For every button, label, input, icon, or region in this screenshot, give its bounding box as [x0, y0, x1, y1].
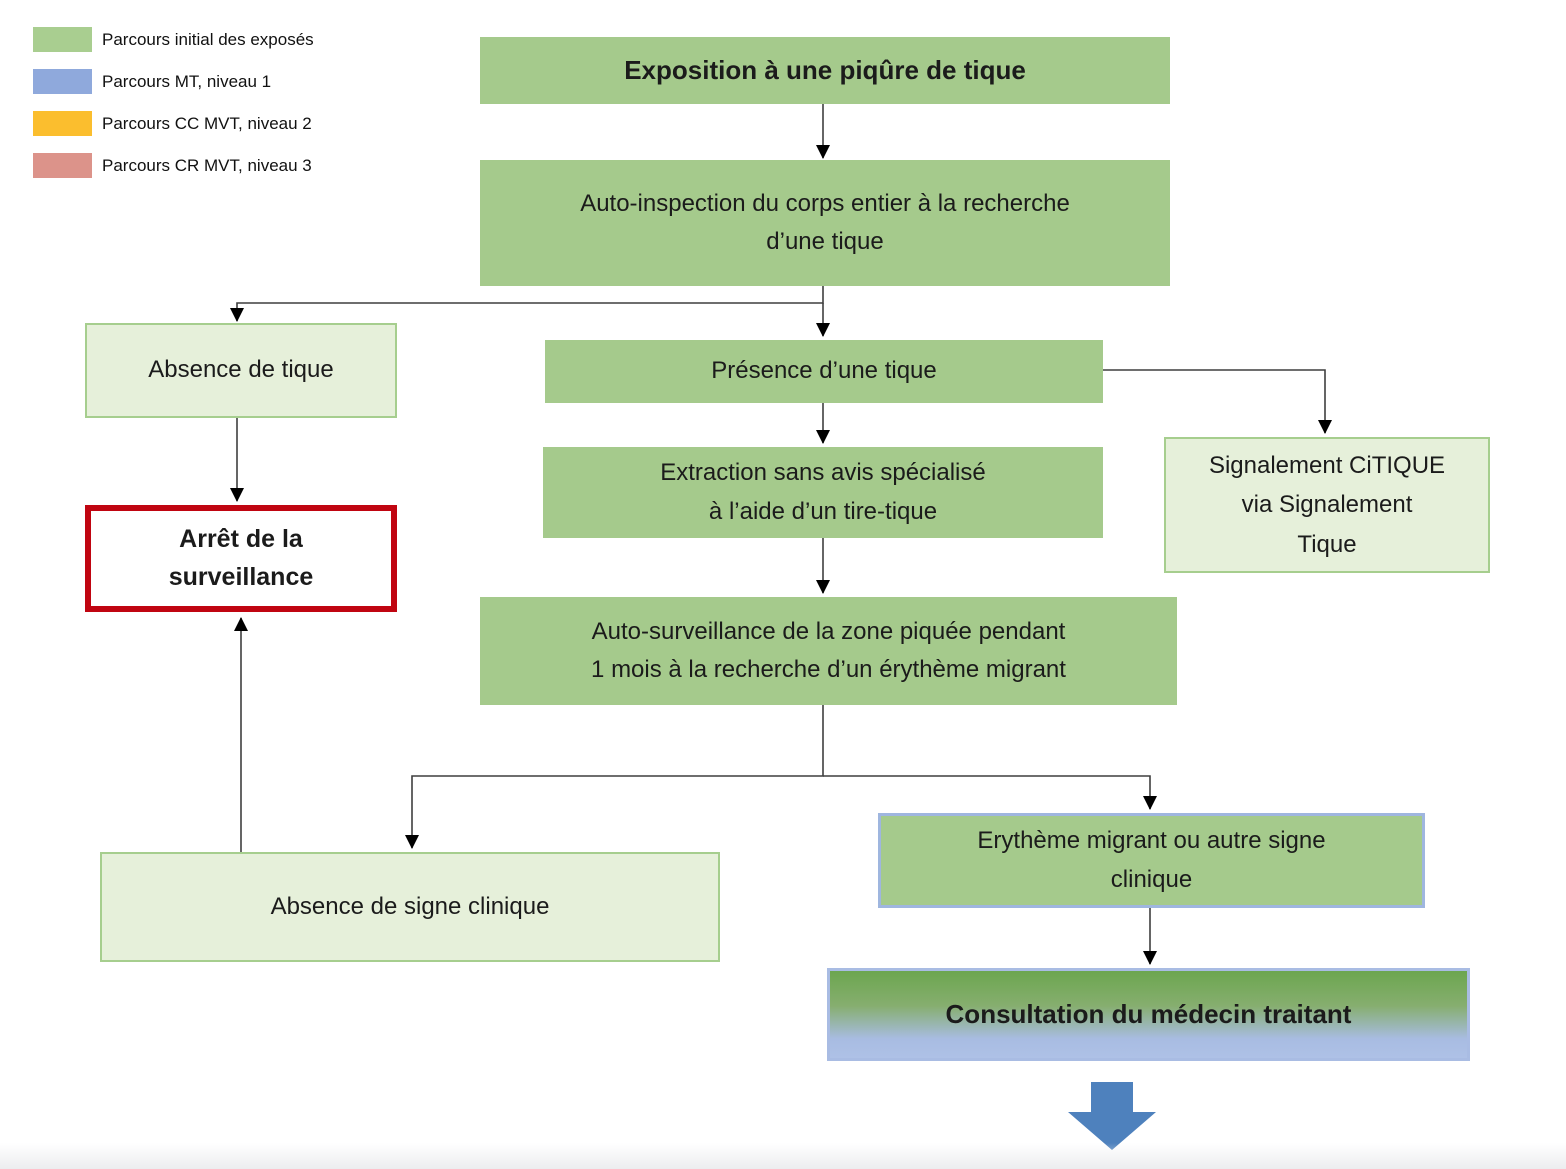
legend-swatch-blue [33, 69, 92, 94]
node-auto-inspection: Auto-inspection du corps entier à la rec… [480, 160, 1170, 286]
node-presence-tique: Présence d’une tique [545, 340, 1103, 403]
node-label-line: Extraction sans avis spécialisé [660, 459, 986, 487]
page-bottom-shade [0, 1143, 1566, 1169]
legend-item-parcours-initial: Parcours initial des exposés [33, 27, 314, 52]
node-label: Erythème migrant ou autre signe clinique [977, 822, 1325, 899]
node-label: Exposition à une piqûre de tique [624, 54, 1026, 85]
legend-swatch-salmon [33, 153, 92, 178]
legend-swatch-yellow [33, 111, 92, 136]
node-exposition-piqure-tique: Exposition à une piqûre de tique [480, 37, 1170, 104]
node-label-line: Arrêt de la [179, 525, 303, 553]
node-label-line: surveillance [168, 562, 314, 591]
node-label: Absence de signe clinique [270, 892, 550, 920]
node-label: Consultation du médecin traitant [945, 998, 1352, 1029]
node-label: Auto-surveillance de la zone piquée pend… [591, 613, 1066, 690]
node-label-line: d’une tique [766, 228, 884, 255]
legend-item-parcours-cr-mvt: Parcours CR MVT, niveau 3 [33, 153, 314, 178]
node-auto-surveillance: Auto-surveillance de la zone piquée pend… [480, 597, 1177, 705]
arrow-autosurveillance-to-erytheme [823, 775, 1157, 810]
legend-item-parcours-cc-mvt: Parcours CC MVT, niveau 2 [33, 111, 314, 136]
node-absence-signe-clinique: Absence de signe clinique [100, 852, 720, 962]
node-arret-surveillance: Arrêt de la surveillance [85, 505, 397, 612]
node-extraction-tire-tique: Extraction sans avis spécialisé à l’aide… [543, 447, 1103, 538]
node-label-line: Signalement CiTIQUE [1208, 451, 1446, 479]
node-label-line: Tique [1297, 530, 1357, 558]
legend-label: Parcours CR MVT, niveau 3 [102, 155, 312, 175]
node-label: Arrêt de la surveillance [169, 521, 314, 596]
arrow-presence-to-signalement [1103, 369, 1332, 434]
node-signalement-citique: Signalement CiTIQUE via Signalement Tiqu… [1164, 437, 1490, 573]
node-label: Signalement CiTIQUE via Signalement Tiqu… [1209, 446, 1445, 565]
legend-label: Parcours MT, niveau 1 [102, 71, 272, 91]
legend-item-parcours-mt: Parcours MT, niveau 1 [33, 69, 314, 94]
legend: Parcours initial des exposés Parcours MT… [33, 27, 314, 195]
node-label-line: Erythème migrant ou autre signe [977, 827, 1326, 855]
node-absence-de-tique: Absence de tique [85, 323, 397, 418]
node-erytheme-migrant: Erythème migrant ou autre signe clinique [878, 813, 1425, 908]
node-consultation-medecin: Consultation du médecin traitant [827, 968, 1470, 1061]
node-label: Extraction sans avis spécialisé à l’aide… [660, 454, 985, 531]
legend-label: Parcours initial des exposés [102, 29, 314, 49]
node-label-line: Auto-surveillance de la zone piquée pend… [591, 617, 1066, 645]
node-label-line: Auto-inspection du corps entier à la rec… [580, 189, 1070, 217]
legend-swatch-green [33, 27, 92, 52]
legend-label: Parcours CC MVT, niveau 2 [102, 113, 312, 133]
node-label-line: à l’aide d’un tire-tique [708, 497, 938, 525]
node-label: Absence de tique [148, 356, 334, 384]
down-block-arrow-icon [1068, 1082, 1156, 1150]
node-label-line: clinique [1110, 865, 1193, 893]
arrow-autoinspection-to-absence-tique [230, 286, 824, 322]
node-label-line: 1 mois à la recherche d’un érythème migr… [591, 656, 1066, 683]
node-label: Présence d’une tique [711, 357, 937, 385]
arrow-autosurveillance-to-absence-signe [405, 705, 824, 849]
node-label: Auto-inspection du corps entier à la rec… [580, 185, 1070, 262]
node-label-line: via Signalement [1241, 491, 1413, 519]
